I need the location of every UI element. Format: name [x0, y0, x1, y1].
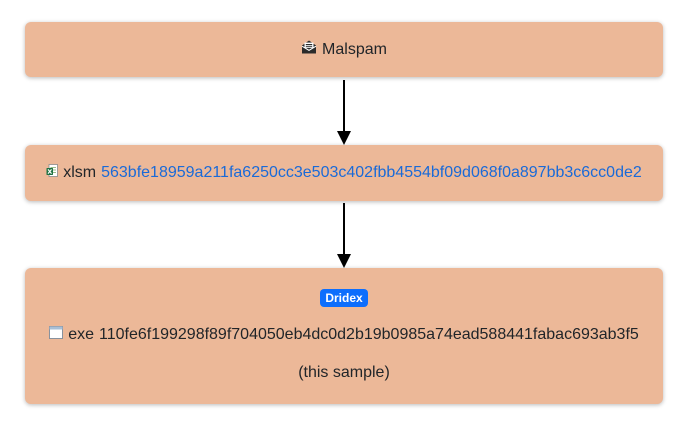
- exe-node: Dridex exe 110fe6f199298f89f704050eb4dc0…: [25, 268, 663, 404]
- exe-type: exe: [68, 326, 94, 343]
- xlsm-row: xlsm 563bfe18959a211fa6250cc3e503c402fbb…: [46, 163, 642, 183]
- arrow-malspam-to-xlsm: [337, 80, 351, 145]
- xlsm-hash-link[interactable]: 563bfe18959a211fa6250cc3e503c402fbb4554b…: [101, 164, 642, 181]
- dridex-badge[interactable]: Dridex: [320, 289, 368, 307]
- xlsm-node: xlsm 563bfe18959a211fa6250cc3e503c402fbb…: [25, 145, 663, 201]
- window-app-icon: [49, 325, 64, 345]
- malspam-node: Malspam: [25, 22, 663, 77]
- malspam-row: Malspam: [301, 39, 387, 61]
- excel-file-icon: [46, 163, 59, 183]
- this-sample-note: (this sample): [298, 364, 390, 381]
- malspam-label: Malspam: [322, 40, 387, 58]
- exe-row: exe 110fe6f199298f89f704050eb4dc0d2b19b0…: [49, 325, 639, 345]
- xlsm-type: xlsm: [63, 164, 97, 181]
- arrow-xlsm-to-exe: [337, 203, 351, 268]
- exe-hash: 110fe6f199298f89f704050eb4dc0d2b19b0985a…: [99, 326, 639, 343]
- envelope-open-icon: [301, 39, 317, 61]
